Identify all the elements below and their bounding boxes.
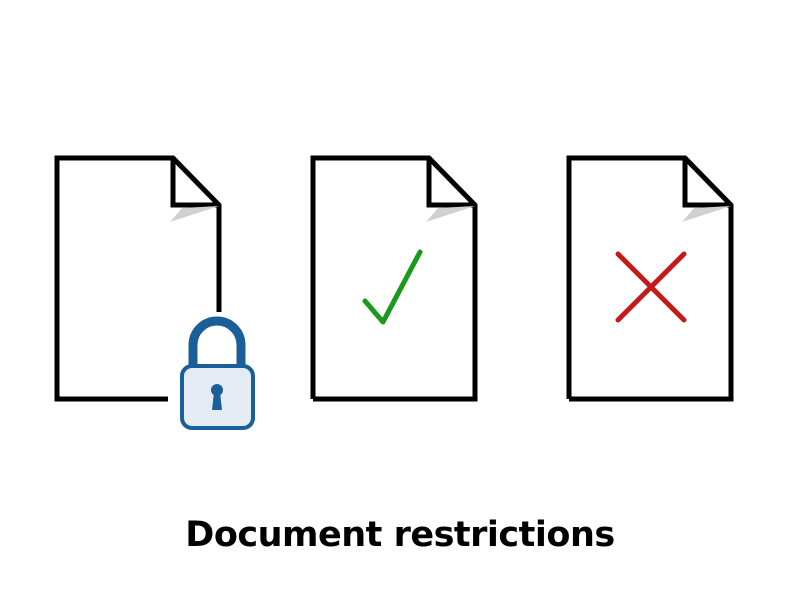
document-check-icon xyxy=(310,155,478,402)
document-locked-icon xyxy=(54,155,222,402)
checkmark-icon xyxy=(362,249,423,325)
document-cross-icon xyxy=(566,155,734,402)
lock-icon xyxy=(180,316,255,430)
cross-icon xyxy=(615,251,687,323)
caption-title: Document restrictions xyxy=(185,515,615,555)
